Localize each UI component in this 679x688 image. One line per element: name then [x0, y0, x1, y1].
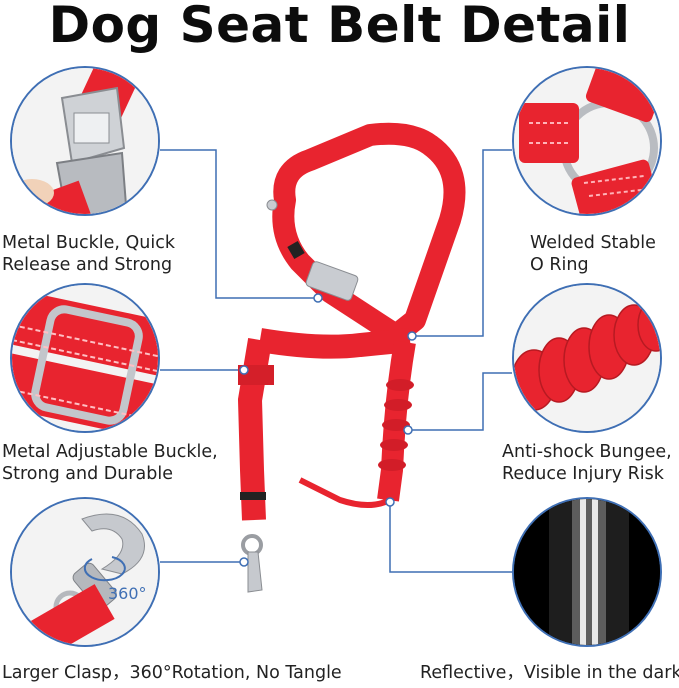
- metal-buckle-line1: Metal Buckle, Quick: [2, 233, 175, 253]
- bungee-label: Anti-shock Bungee, Reduce Injury Risk: [502, 441, 672, 485]
- o-ring-line2: O Ring: [530, 255, 589, 275]
- page-title: Dog Seat Belt Detail: [48, 0, 631, 54]
- o-ring-icon: [514, 68, 660, 214]
- adjustable-buckle-closeup: [10, 283, 160, 433]
- clasp-label: Larger Clasp，360°Rotation, No Tangle: [2, 663, 342, 683]
- reflective-label: Reflective，Visible in the dark: [420, 663, 679, 683]
- connector-lines: [160, 149, 512, 573]
- adjustable-buckle-line2: Strong and Durable: [2, 464, 173, 484]
- reflective-strip-icon: [514, 499, 660, 645]
- adjustable-buckle-label: Metal Adjustable Buckle, Strong and Dura…: [2, 441, 218, 485]
- rotation-badge: 360°: [108, 584, 147, 603]
- bungee-line1: Anti-shock Bungee,: [502, 442, 672, 462]
- adjustable-buckle-line1: Metal Adjustable Buckle,: [2, 442, 218, 462]
- o-ring-line1: Welded Stable: [530, 233, 656, 253]
- bungee-line2: Reduce Injury Risk: [502, 464, 664, 484]
- connector-markers: [239, 293, 417, 567]
- clasp-closeup: 360°: [10, 497, 160, 647]
- o-ring-closeup: [512, 66, 662, 216]
- metal-buckle-line2: Release and Strong: [2, 255, 173, 275]
- reflective-closeup: [512, 497, 662, 647]
- o-ring-label: Welded Stable O Ring: [530, 232, 656, 276]
- metal-buckle-label: Metal Buckle, Quick Release and Strong: [2, 232, 175, 276]
- clasp-icon: [12, 499, 158, 645]
